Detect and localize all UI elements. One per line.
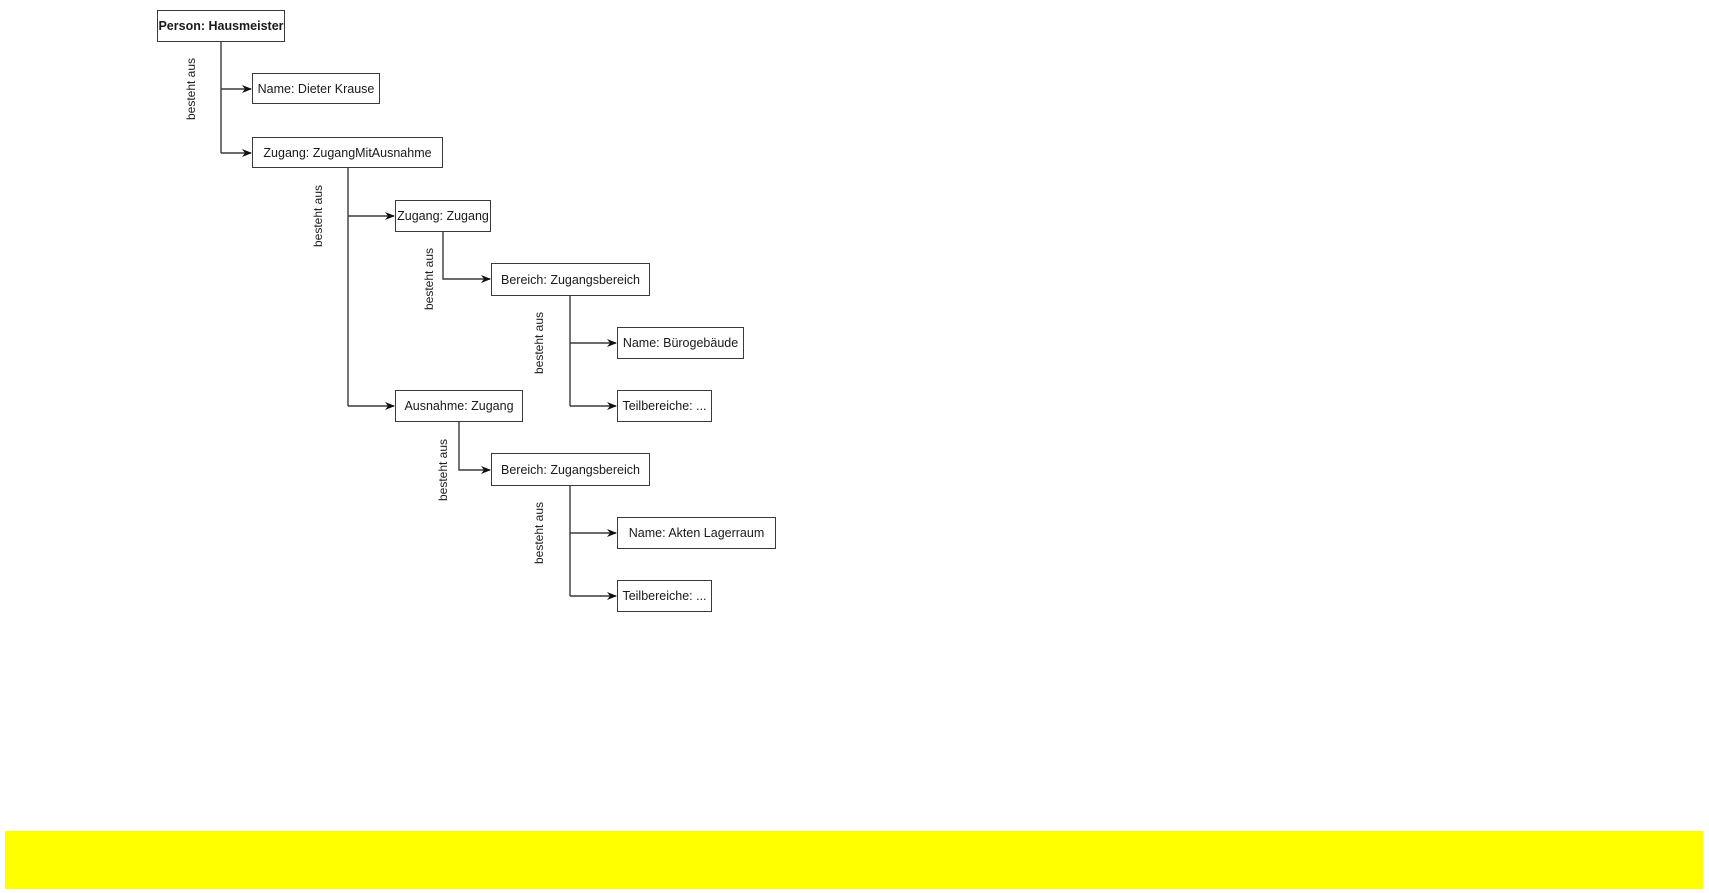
edge-label-besteht-aus: besteht aus [311, 184, 325, 248]
edge-label-besteht-aus: besteht aus [436, 438, 450, 502]
node-zugang-zugang-mit-ausnahme: Zugang: ZugangMitAusnahme [252, 137, 443, 168]
edge-label-besteht-aus: besteht aus [532, 311, 546, 375]
edge-label-besteht-aus: besteht aus [532, 501, 546, 565]
node-teilbereiche-2: Teilbereiche: ... [617, 580, 712, 612]
node-name-dieter-krause: Name: Dieter Krause [252, 73, 380, 104]
node-person-hausmeister: Person: Hausmeister [157, 10, 285, 42]
node-ausnahme-zugang: Ausnahme: Zugang [395, 390, 523, 422]
node-bereich-zugangsbereich-1: Bereich: Zugangsbereich [491, 263, 650, 296]
yellow-banner [5, 831, 1703, 889]
node-zugang-zugang: Zugang: Zugang [395, 200, 491, 232]
node-teilbereiche-1: Teilbereiche: ... [617, 390, 712, 422]
edge-label-besteht-aus: besteht aus [422, 247, 436, 311]
node-bereich-zugangsbereich-2: Bereich: Zugangsbereich [491, 453, 650, 486]
node-name-buerogebaeude: Name: Bürogebäude [617, 327, 744, 359]
node-name-akten-lagerraum: Name: Akten Lagerraum [617, 517, 776, 549]
edge-label-besteht-aus: besteht aus [184, 57, 198, 121]
